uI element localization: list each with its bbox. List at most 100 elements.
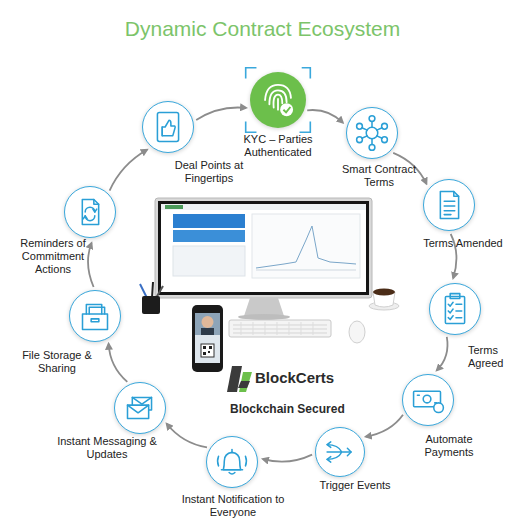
blockcerts-logo-part [239, 372, 252, 392]
monitor-part [161, 204, 366, 210]
step-icon-part-part [417, 395, 436, 403]
monitor-part [165, 205, 183, 209]
monitor-part [161, 204, 366, 292]
blockcerts-logo-part [227, 366, 242, 392]
monitor-part [238, 314, 290, 320]
step-icon-part-part [444, 201, 455, 214]
step-icon-part-part [157, 113, 178, 142]
monitor-part [158, 201, 369, 295]
step-label: KYC – Parties Authenticated [218, 133, 338, 159]
step-label: Automate Payments [418, 433, 480, 459]
step-circle: Instant Messaging & Updates [114, 382, 166, 434]
step-icon-part-part [448, 302, 461, 319]
phone-part [202, 316, 214, 328]
pen-holder [140, 282, 163, 314]
phone [192, 305, 223, 372]
step-icon-part [83, 304, 108, 329]
step-icon [347, 108, 397, 158]
step-icon-part-part [369, 116, 375, 122]
step-icon-part [283, 107, 290, 112]
cycle-arrow [110, 150, 147, 191]
step-icon-part-part [450, 294, 460, 299]
step-circle: Instant Notification to Everyone [206, 436, 258, 488]
step-icon [250, 72, 306, 128]
step-icon [403, 375, 453, 425]
monitor-part [256, 270, 356, 271]
step-icon-part-part [218, 456, 247, 466]
monitor-part [173, 214, 245, 228]
cycle-arrow [263, 455, 312, 462]
step-icon-part-part [161, 127, 163, 136]
step-icon-part-part [265, 85, 291, 100]
keyboard-part [241, 322, 313, 335]
step-icon [430, 284, 480, 334]
monitor-part [256, 226, 356, 268]
monitor-part [173, 246, 245, 276]
step-icon-part-part [162, 120, 175, 135]
step-circle: Deal Points at Fingertips [142, 101, 194, 153]
blockcerts-logo [227, 366, 252, 392]
diagram-title: Dynamic Contract Ecosystem [0, 17, 525, 41]
keyboard-part [229, 320, 331, 337]
step-icon [316, 428, 364, 476]
step-circle: Automate Payments [402, 374, 454, 426]
step-circle: KYC – Parties Authenticated [250, 72, 306, 128]
step-icon-part-part [89, 307, 104, 314]
step-icon-part-part [366, 127, 378, 139]
step-icon [143, 102, 193, 152]
phone-part [201, 344, 214, 357]
step-icon-part-part [221, 469, 242, 471]
monitor-part [155, 198, 372, 298]
blockcerts-logo-part [238, 381, 250, 388]
mouse-part [349, 321, 365, 343]
step-icon-part [327, 442, 351, 462]
step-icon-part-part [128, 405, 149, 418]
monitor-part [252, 214, 360, 278]
step-circle: Smart Contract Terms [346, 107, 398, 159]
step-icon-part-part [83, 314, 108, 329]
step-icon-part-part [82, 200, 98, 225]
step-icon-part-part [423, 395, 431, 403]
monitor [155, 198, 372, 320]
step-icon-part-part [94, 200, 99, 205]
step-icon [65, 187, 115, 237]
coffee-cup [369, 289, 399, 311]
phone-part [192, 305, 223, 372]
step-icon-part [280, 103, 293, 116]
step-icon-part [246, 68, 311, 133]
step-icon-part-part [132, 397, 151, 404]
step-icon-part-part [369, 145, 375, 151]
phone-part [195, 313, 220, 335]
step-label: Terms Amended [413, 237, 513, 250]
cycle-arrow [109, 344, 128, 382]
step-icon-part [414, 391, 444, 412]
step-icon-part-part [128, 405, 149, 413]
step-label: Terms Agreed [468, 344, 518, 370]
step-circle: Terms Agreed [429, 283, 481, 335]
step-icon-part [218, 450, 247, 475]
cycle-arrow [437, 337, 448, 371]
pen-holder-part [140, 284, 147, 298]
step-icon-part [440, 192, 458, 219]
step-icon [207, 437, 257, 487]
cycle-arrow [167, 424, 207, 448]
step-icon-part-part [445, 297, 464, 324]
step-circle: Terms Amended [423, 179, 475, 231]
phone-part [201, 328, 214, 335]
step-icon-part-part [434, 403, 444, 413]
step-icon-part-part [327, 442, 331, 462]
phone-part [203, 346, 212, 355]
step-icon-part-part [83, 209, 96, 219]
cycle-arrow [307, 110, 343, 123]
cycle-arrow [88, 243, 94, 287]
pen-holder-part [152, 282, 153, 298]
coffee-cup-part [373, 289, 395, 296]
step-icon-part-part [347, 448, 351, 455]
step-icon-part-part [91, 319, 99, 322]
step-label: Trigger Events [305, 479, 405, 492]
step-circle: Reminders of Commitment Actions [64, 186, 116, 238]
step-label: Reminders of Commitment Actions [17, 237, 89, 276]
step-icon [115, 383, 165, 433]
phone-part [195, 313, 220, 363]
